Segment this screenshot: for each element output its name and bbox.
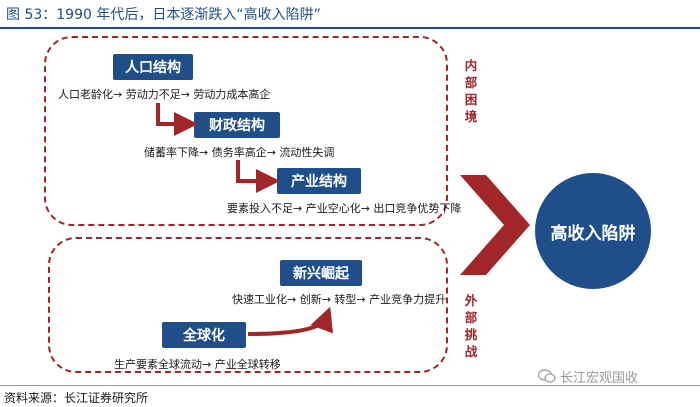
chain-fiscal: 储蓄率下降→ 债务率高企→ 流动性失调 — [144, 146, 335, 159]
chevron-convergence-icon — [460, 175, 530, 275]
chain-industrial: 要素投入不足→ 产业空心化→ 出口竞争优势下降 — [227, 202, 462, 215]
title-divider — [0, 27, 700, 29]
chain-emerging: 快速工业化→ 创新→ 转型→ 产业竞争力提升 — [232, 293, 447, 306]
node-fiscal-structure: 财政结构 — [194, 112, 280, 138]
node-industrial-structure: 产业结构 — [277, 168, 361, 194]
external-group-box — [48, 237, 448, 373]
chain-globalization: 生产要素全球流动→ 产业全球转移 — [114, 358, 281, 371]
node-population-structure: 人口结构 — [113, 54, 193, 80]
chain-population: 人口老龄化→ 劳动力不足→ 劳动力成本高企 — [58, 88, 271, 101]
result-high-income-trap: 高收入陷阱 — [535, 173, 651, 289]
node-globalization: 全球化 — [162, 322, 246, 348]
wechat-icon — [538, 369, 556, 383]
node-emerging-rise: 新兴崛起 — [280, 260, 362, 286]
external-group-label: 外部挑战 — [464, 293, 478, 359]
internal-group-box — [44, 36, 448, 226]
footer-divider — [0, 385, 700, 386]
watermark-text: 长江宏观国收 — [560, 371, 639, 386]
watermark: 长江宏观国收 — [538, 367, 638, 386]
internal-group-label: 内部困境 — [464, 58, 478, 124]
source-note: 资料来源：长江证券研究所 — [4, 391, 149, 405]
figure-title: 图 53：1990 年代后，日本逐渐跌入“高收入陷阱” — [6, 7, 321, 23]
